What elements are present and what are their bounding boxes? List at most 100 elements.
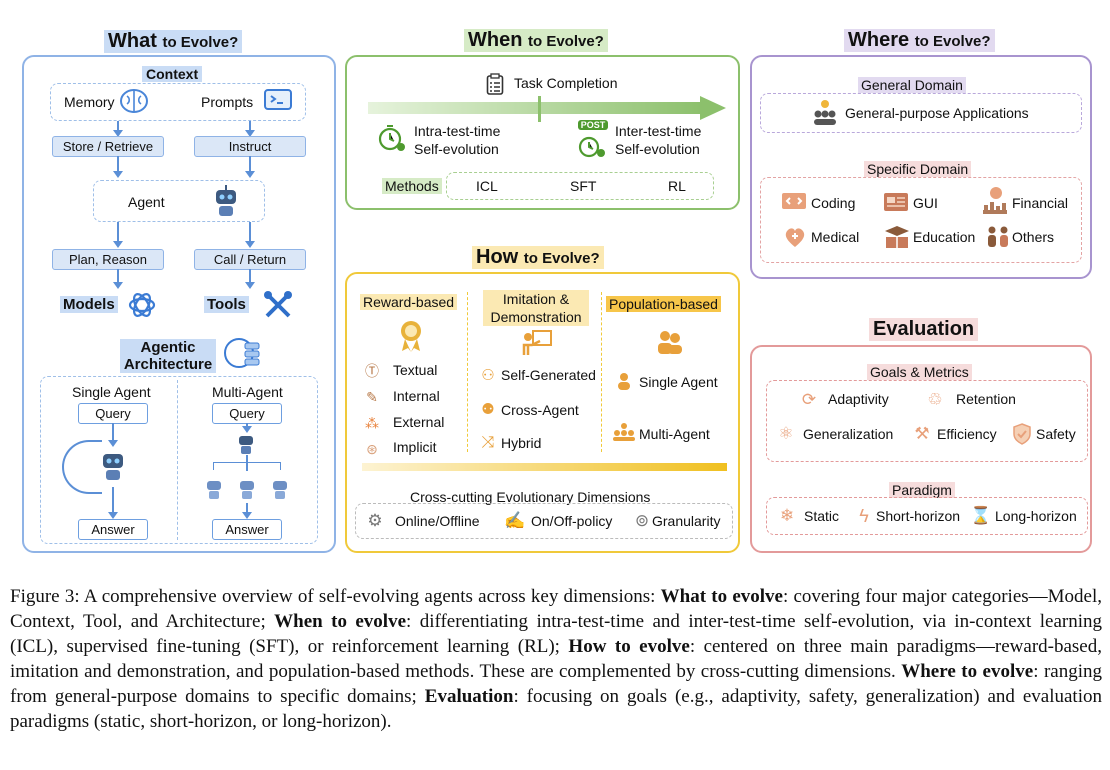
multi-robot-3-icon bbox=[268, 476, 292, 502]
loop-arrow bbox=[62, 440, 102, 494]
arrow-multi-query bbox=[242, 423, 252, 433]
how-title-main: How bbox=[476, 246, 519, 268]
paradigm-label: Paradigm bbox=[889, 482, 955, 498]
where-panel bbox=[750, 55, 1092, 279]
figure-caption: Figure 3: A comprehensive overview of se… bbox=[10, 584, 1102, 734]
multi-agent-pop-icon bbox=[611, 422, 637, 442]
reward-based-label: Reward-based bbox=[360, 294, 458, 310]
store-retrieve-tag: Store / Retrieve bbox=[52, 136, 164, 157]
arrow-plan-models bbox=[113, 269, 123, 289]
caption-bold-2: When to evolve bbox=[274, 611, 407, 632]
others-icon bbox=[984, 224, 1012, 250]
static-label: Static bbox=[804, 508, 840, 524]
timeline-arrow bbox=[368, 102, 702, 114]
caption-text-5: : ranging from general-purpose domains t… bbox=[10, 661, 1103, 707]
prompt-icon bbox=[262, 86, 294, 116]
efficiency-icon: ⚒ bbox=[914, 424, 930, 443]
implicit-label: Implicit bbox=[393, 439, 437, 455]
medical-icon bbox=[780, 224, 810, 252]
architecture-icon bbox=[222, 334, 264, 374]
openai-icon bbox=[124, 287, 160, 323]
multi-query-box: Query bbox=[212, 403, 282, 424]
what-title: What to Evolve? bbox=[104, 30, 243, 53]
long-horizon-label: Long-horizon bbox=[995, 508, 1077, 524]
method-icl: ICL bbox=[476, 178, 498, 194]
financial-label: Financial bbox=[1012, 195, 1069, 211]
arrow-store-agent bbox=[113, 156, 123, 178]
cross-agent-label: Cross-Agent bbox=[501, 402, 579, 418]
population-icon bbox=[655, 328, 685, 356]
arrow-prompts-instruct bbox=[245, 121, 255, 137]
plan-reason-tag: Plan, Reason bbox=[52, 249, 164, 270]
single-robot-icon bbox=[96, 445, 130, 485]
medal-icon bbox=[396, 318, 426, 354]
where-title-main: Where bbox=[848, 29, 910, 51]
education-label: Education bbox=[913, 229, 976, 245]
when-title: When to Evolve? bbox=[464, 29, 608, 52]
teacher-icon bbox=[520, 328, 554, 358]
implicit-icon: ⊛ bbox=[366, 440, 378, 457]
generalization-label: Generalization bbox=[803, 426, 894, 442]
caption-bold-4: Where to evolve bbox=[901, 661, 1034, 682]
hybrid-label: Hybrid bbox=[501, 435, 542, 451]
safety-icon bbox=[1010, 421, 1034, 447]
coding-icon bbox=[780, 190, 808, 214]
on-off-policy-icon: ✍ bbox=[504, 511, 526, 530]
granularity-icon: ⊚ bbox=[634, 511, 650, 530]
online-offline-label: Online/Offline bbox=[395, 513, 480, 529]
evaluation-title: Evaluation bbox=[869, 318, 979, 341]
agentic-architecture-label: Agentic Architecture bbox=[120, 339, 216, 373]
stopwatch-icon bbox=[376, 122, 408, 154]
others-label: Others bbox=[1012, 229, 1055, 245]
arrow-call-tools bbox=[245, 269, 255, 289]
static-icon: ❄ bbox=[779, 506, 795, 525]
what-title-small: to Evolve? bbox=[162, 34, 239, 51]
caption-bold-5: Evaluation bbox=[424, 686, 514, 707]
what-panel bbox=[22, 55, 336, 553]
adaptivity-label: Adaptivity bbox=[828, 391, 889, 407]
goals-metrics-label: Goals & Metrics bbox=[867, 364, 972, 380]
models-label: Models bbox=[60, 296, 118, 313]
external-label: External bbox=[393, 414, 445, 430]
call-return-tag: Call / Return bbox=[194, 249, 306, 270]
specific-domain-label: Specific Domain bbox=[864, 161, 972, 177]
single-agent-label: Single Agent bbox=[72, 384, 151, 400]
arrow-agent-call bbox=[245, 222, 255, 248]
methods-box bbox=[446, 172, 714, 200]
method-sft: SFT bbox=[570, 178, 597, 194]
memory-label: Memory bbox=[64, 94, 115, 110]
textual-icon: Ⓣ bbox=[365, 363, 379, 379]
how-panel bbox=[345, 272, 740, 553]
arrow-memory-store bbox=[113, 121, 123, 137]
agent-label: Agent bbox=[128, 194, 165, 210]
post-badge: POST bbox=[578, 120, 608, 130]
multi-stem bbox=[246, 455, 248, 471]
architecture-divider bbox=[177, 380, 178, 540]
arrow-instruct-agent bbox=[245, 156, 255, 178]
single-query-box: Query bbox=[78, 403, 148, 424]
task-completion-label: Task Completion bbox=[514, 75, 618, 91]
granularity-label: Granularity bbox=[652, 513, 721, 529]
what-title-main: What bbox=[108, 30, 157, 52]
how-divider-2 bbox=[601, 292, 602, 452]
multi-robot-1-icon bbox=[202, 476, 226, 502]
paradigm-box bbox=[766, 497, 1088, 535]
self-generated-label: Self-Generated bbox=[501, 367, 596, 383]
textual-label: Textual bbox=[393, 362, 438, 378]
self-generated-icon: ⚇ bbox=[481, 367, 495, 384]
financial-icon bbox=[980, 185, 1010, 215]
safety-label: Safety bbox=[1036, 426, 1076, 442]
caption-bold-3: How to evolve bbox=[568, 636, 690, 657]
retention-label: Retention bbox=[956, 391, 1016, 407]
timeline-arrowhead bbox=[700, 96, 726, 120]
long-horizon-icon: ⌛ bbox=[970, 506, 992, 525]
coding-label: Coding bbox=[811, 195, 856, 211]
hybrid-icon: ⤨ bbox=[481, 434, 495, 451]
general-domain-box bbox=[760, 93, 1082, 133]
when-panel bbox=[345, 55, 740, 210]
short-horizon-icon: ϟ bbox=[859, 505, 869, 526]
internal-label: Internal bbox=[393, 388, 440, 404]
caption-bold-1: What to evolve bbox=[660, 586, 783, 607]
methods-label: Methods bbox=[382, 178, 442, 194]
online-offline-icon: ⚙ bbox=[367, 511, 383, 530]
